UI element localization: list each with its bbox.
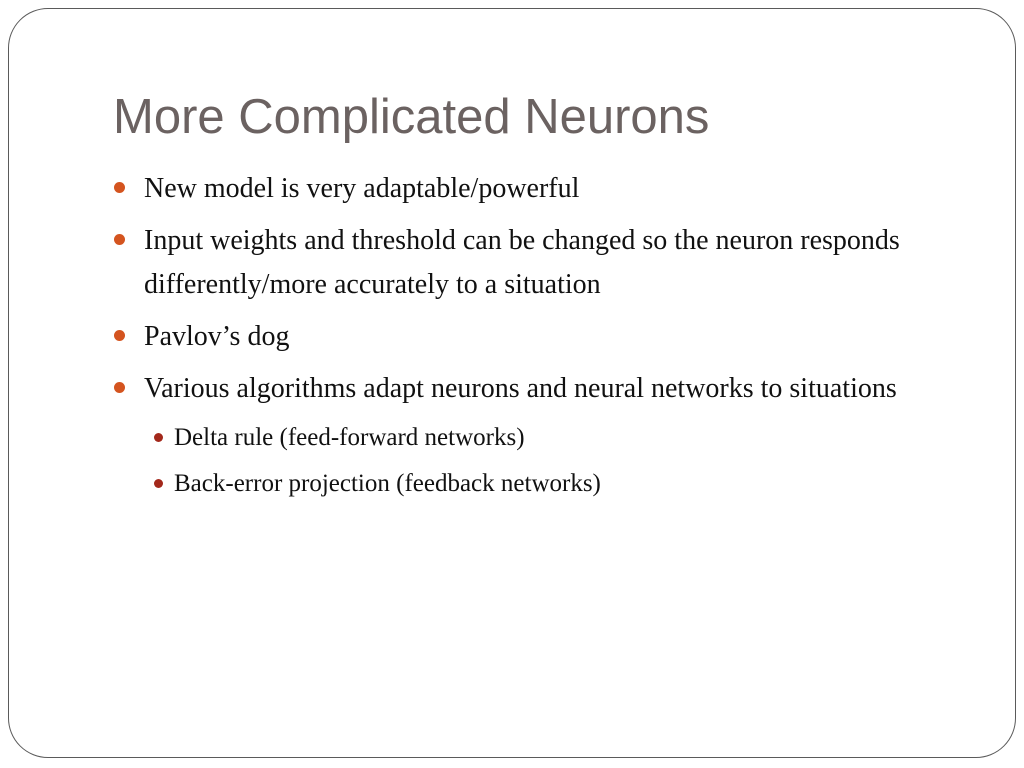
bullet-text: New model is very adaptable/powerful <box>144 173 580 204</box>
bullet-dot-icon <box>114 330 125 341</box>
bullet-item: Pavlov’s dog <box>114 315 934 359</box>
sub-bullet-dot-icon <box>154 479 163 488</box>
slide-title: More Complicated Neurons <box>113 90 710 144</box>
sub-bullet-item: Back-error projection (feedback networks… <box>144 465 934 503</box>
bullet-text: Pavlov’s dog <box>144 321 290 352</box>
bullet-dot-icon <box>114 382 125 393</box>
bullet-item: Various algorithms adapt neurons and neu… <box>114 367 934 411</box>
sub-bullet-dot-icon <box>154 433 163 442</box>
slide-frame <box>8 8 1016 758</box>
bullet-item: Input weights and threshold can be chang… <box>114 219 934 307</box>
sub-bullet-text: Back-error projection (feedback networks… <box>174 470 601 497</box>
bullet-item: New model is very adaptable/powerful <box>114 167 934 211</box>
bullet-text: Various algorithms adapt neurons and neu… <box>144 373 897 404</box>
bullet-dot-icon <box>114 234 125 245</box>
bullet-text: Input weights and threshold can be chang… <box>144 225 900 300</box>
bullet-dot-icon <box>114 182 125 193</box>
sub-bullet-text: Delta rule (feed-forward networks) <box>174 424 525 451</box>
sub-bullet-item: Delta rule (feed-forward networks) <box>144 419 934 457</box>
bullet-list: New model is very adaptable/powerful Inp… <box>114 167 934 511</box>
